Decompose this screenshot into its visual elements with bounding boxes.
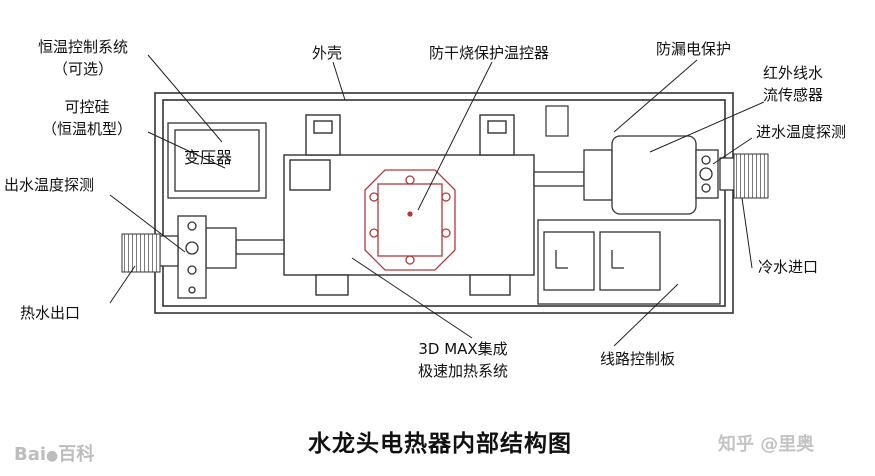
leakage-protector-part bbox=[545, 105, 569, 137]
watermark-left: Bai●百科 bbox=[14, 440, 94, 466]
leader-lines bbox=[109, 54, 765, 347]
label-ir-flow-sensor-line1: 红外线水 bbox=[762, 64, 823, 82]
inlet-pipe bbox=[533, 135, 735, 215]
label-shell: 外壳 bbox=[312, 44, 343, 62]
label-thermostat-optional: （可选） bbox=[52, 60, 113, 78]
outer-shell bbox=[154, 92, 734, 314]
label-dry-burn-protector: 防干烧保护温控器 bbox=[429, 44, 550, 62]
circuit-board-part bbox=[537, 219, 721, 305]
label-cold-water-inlet: 冷水进口 bbox=[758, 258, 819, 276]
watermark-right: 知乎 @里奥 bbox=[718, 434, 815, 455]
label-leakage-protection: 防漏电保护 bbox=[656, 40, 732, 58]
heating-block bbox=[283, 114, 535, 296]
dry-burn-thermostat-part bbox=[364, 169, 456, 271]
label-outlet-temp-probe: 出水温度探测 bbox=[4, 176, 95, 194]
label-hot-water-outlet: 热水出口 bbox=[20, 304, 81, 322]
watermark-left-suffix: 百科 bbox=[58, 444, 95, 465]
transformer-block bbox=[167, 122, 267, 199]
label-inlet-temp-probe: 进水温度探测 bbox=[756, 123, 847, 141]
label-thyristor-model: （恒温机型） bbox=[41, 120, 132, 138]
label-heating-system-line2: 极速加热系统 bbox=[417, 362, 508, 380]
label-transformer: 变压器 bbox=[184, 148, 233, 167]
diagram-title: 水龙头电热器内部结构图 bbox=[308, 431, 572, 457]
paw-icon: ● bbox=[46, 448, 59, 464]
label-ir-flow-sensor-line2: 流传感器 bbox=[762, 86, 823, 104]
label-thyristor: 可控硅 bbox=[64, 98, 110, 116]
outlet-thread bbox=[121, 233, 161, 273]
label-circuit-board: 线路控制板 bbox=[600, 350, 676, 368]
inlet-thread bbox=[733, 153, 769, 199]
label-heating-system-line1: 3D MAX集成 bbox=[418, 340, 508, 358]
label-thermostat-system: 恒温控制系统 bbox=[37, 38, 128, 56]
watermark-left-brand: Bai bbox=[14, 444, 47, 465]
outlet-pipe bbox=[159, 215, 285, 299]
